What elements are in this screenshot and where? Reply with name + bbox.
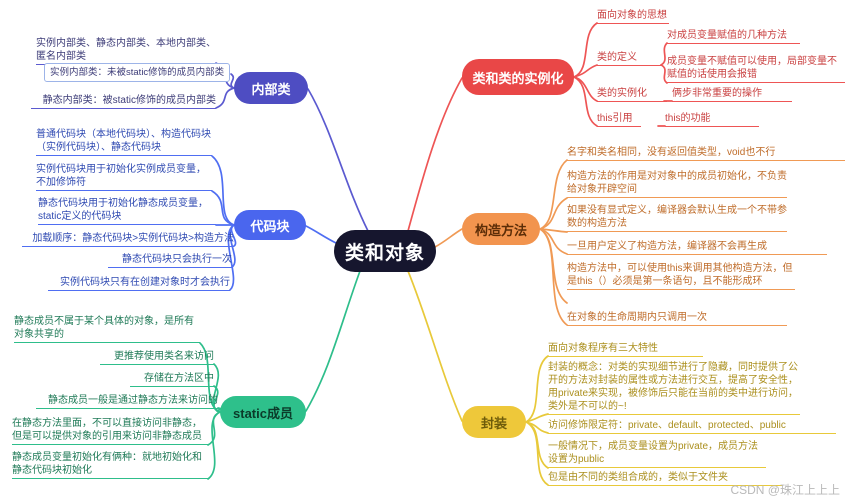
leaf-access-via-static-method[interactable]: 静态成员一般是通过静态方法来访问的 [36, 394, 218, 409]
leaf-ctor-default[interactable]: 如果没有显式定义，编译器会默认生成一个不带参数的构造方法 [567, 204, 787, 232]
leaf-assign-methods[interactable]: 对成员变量赋值的几种方法 [667, 29, 800, 44]
branch-static-member[interactable]: static成员 [220, 396, 306, 428]
leaf-access-modifiers[interactable]: 访问修饰限定符：private、default、protected、public [548, 419, 836, 434]
leaf-oop-thought[interactable]: 面向对象的思想 [597, 9, 669, 24]
leaf-static-init-ways[interactable]: 静态成员变量初始化有俩种：就地初始化和静态代码块初始化 [12, 451, 208, 479]
leaf-load-order[interactable]: 加载顺序：静态代码块>实例代码块>构造方法 [22, 232, 234, 247]
branch-instantiation[interactable]: 类和类的实例化 [462, 59, 574, 95]
leaf-three-features[interactable]: 面向对象程序有三大特性 [548, 342, 703, 357]
connectors-encap [525, 355, 549, 486]
leaf-static-method-access-rule[interactable]: 在静态方法里面，不可以直接访问非静态，但是可以提供对象的引用来访问非静态成员 [12, 417, 208, 445]
leaf-ctor-naming[interactable]: 名字和类名相同，没有返回值类型，void也不行 [567, 146, 846, 161]
leaf-access-by-classname[interactable]: 更推荐使用类名来访问 [100, 350, 214, 365]
leaf-two-important-steps[interactable]: 俩步非常重要的操作 [672, 87, 792, 102]
leaf-inner-types[interactable]: 实例内部类、静态内部类、本地内部类、匿名内部类 [36, 37, 216, 65]
leaf-static-shared[interactable]: 静态成员不属于某个具体的对象，是所有对象共享的 [14, 315, 200, 343]
connector-center-code [305, 225, 337, 244]
connector-center-ctor [434, 228, 463, 248]
central-topic[interactable]: 类和对象 [334, 230, 436, 272]
connector-center-encap [407, 270, 463, 422]
leaf-static-runs-once[interactable]: 静态代码块只会执行一次 [108, 253, 232, 268]
leaf-static-codeblock[interactable]: 静态代码块用于初始化静态成员变量，static定义的代码块 [38, 197, 216, 225]
leaf-instance-codeblock[interactable]: 实例代码块用于初始化实例成员变量，不加修饰符 [36, 163, 212, 191]
leaf-ctor-purpose[interactable]: 构造方法的作用是对对象中的成员初始化，不负责给对象开辟空间 [567, 170, 787, 198]
leaf-static-inner-class[interactable]: 静态内部类：被static修饰的成员内部类 [30, 94, 216, 109]
leaf-instance-runs-on-create[interactable]: 实例代码块只有在创建对象时才会执行 [48, 276, 230, 291]
leaf-instance-inner-class[interactable]: 实例内部类：未被static修饰的成员内部类 [44, 63, 231, 82]
connectors-inst [573, 22, 673, 127]
leaf-ctor-this-call[interactable]: 构造方法中，可以使用this来调用其他构造方法，但是this（）必须是第一条语句… [567, 262, 795, 290]
leaf-private-public-convention[interactable]: 一般情况下，成员变量设置为private，成员方法设置为public [548, 440, 766, 468]
leaf-this-function[interactable]: this的功能 [665, 112, 759, 127]
connector-center-inst [407, 77, 463, 232]
branch-inner-class[interactable]: 内部类 [234, 72, 308, 104]
leaf-stored-in-method-area[interactable]: 存储在方法区中 [130, 372, 214, 387]
branch-encapsulation[interactable]: 封装 [462, 406, 526, 438]
leaf-encapsulation-concept[interactable]: 封装的概念：对类的实现细节进行了隐藏，同时提供了公开的方法对封装的属性或方法进行… [548, 361, 800, 415]
watermark: CSDN @珠江上上上 [730, 483, 840, 497]
connectors-ctor [539, 159, 568, 326]
branch-code-block[interactable]: 代码块 [234, 210, 306, 240]
leaf-member-vs-local-var[interactable]: 成员变量不赋值可以使用，局部变量不赋值的话使用会报错 [667, 55, 845, 83]
branch-constructor[interactable]: 构造方法 [462, 213, 540, 245]
leaf-ctor-no-regen[interactable]: 一旦用户定义了构造方法，编译器不会再生成 [567, 240, 827, 255]
node-this-reference[interactable]: this引用 [597, 112, 641, 127]
node-class-definition[interactable]: 类的定义 [597, 51, 661, 66]
leaf-codeblock-kinds[interactable]: 普通代码块（本地代码块）、构造代码块（实例代码块）、静态代码块 [36, 128, 212, 156]
connector-center-static [305, 270, 361, 412]
leaf-package-folder[interactable]: 包是由不同的类组合成的，类似于文件夹 [548, 471, 783, 486]
leaf-ctor-once-per-lifecycle[interactable]: 在对象的生命周期内只调用一次 [567, 311, 787, 326]
connector-center-inner [307, 88, 369, 232]
node-class-instantiation[interactable]: 类的实例化 [597, 87, 667, 102]
